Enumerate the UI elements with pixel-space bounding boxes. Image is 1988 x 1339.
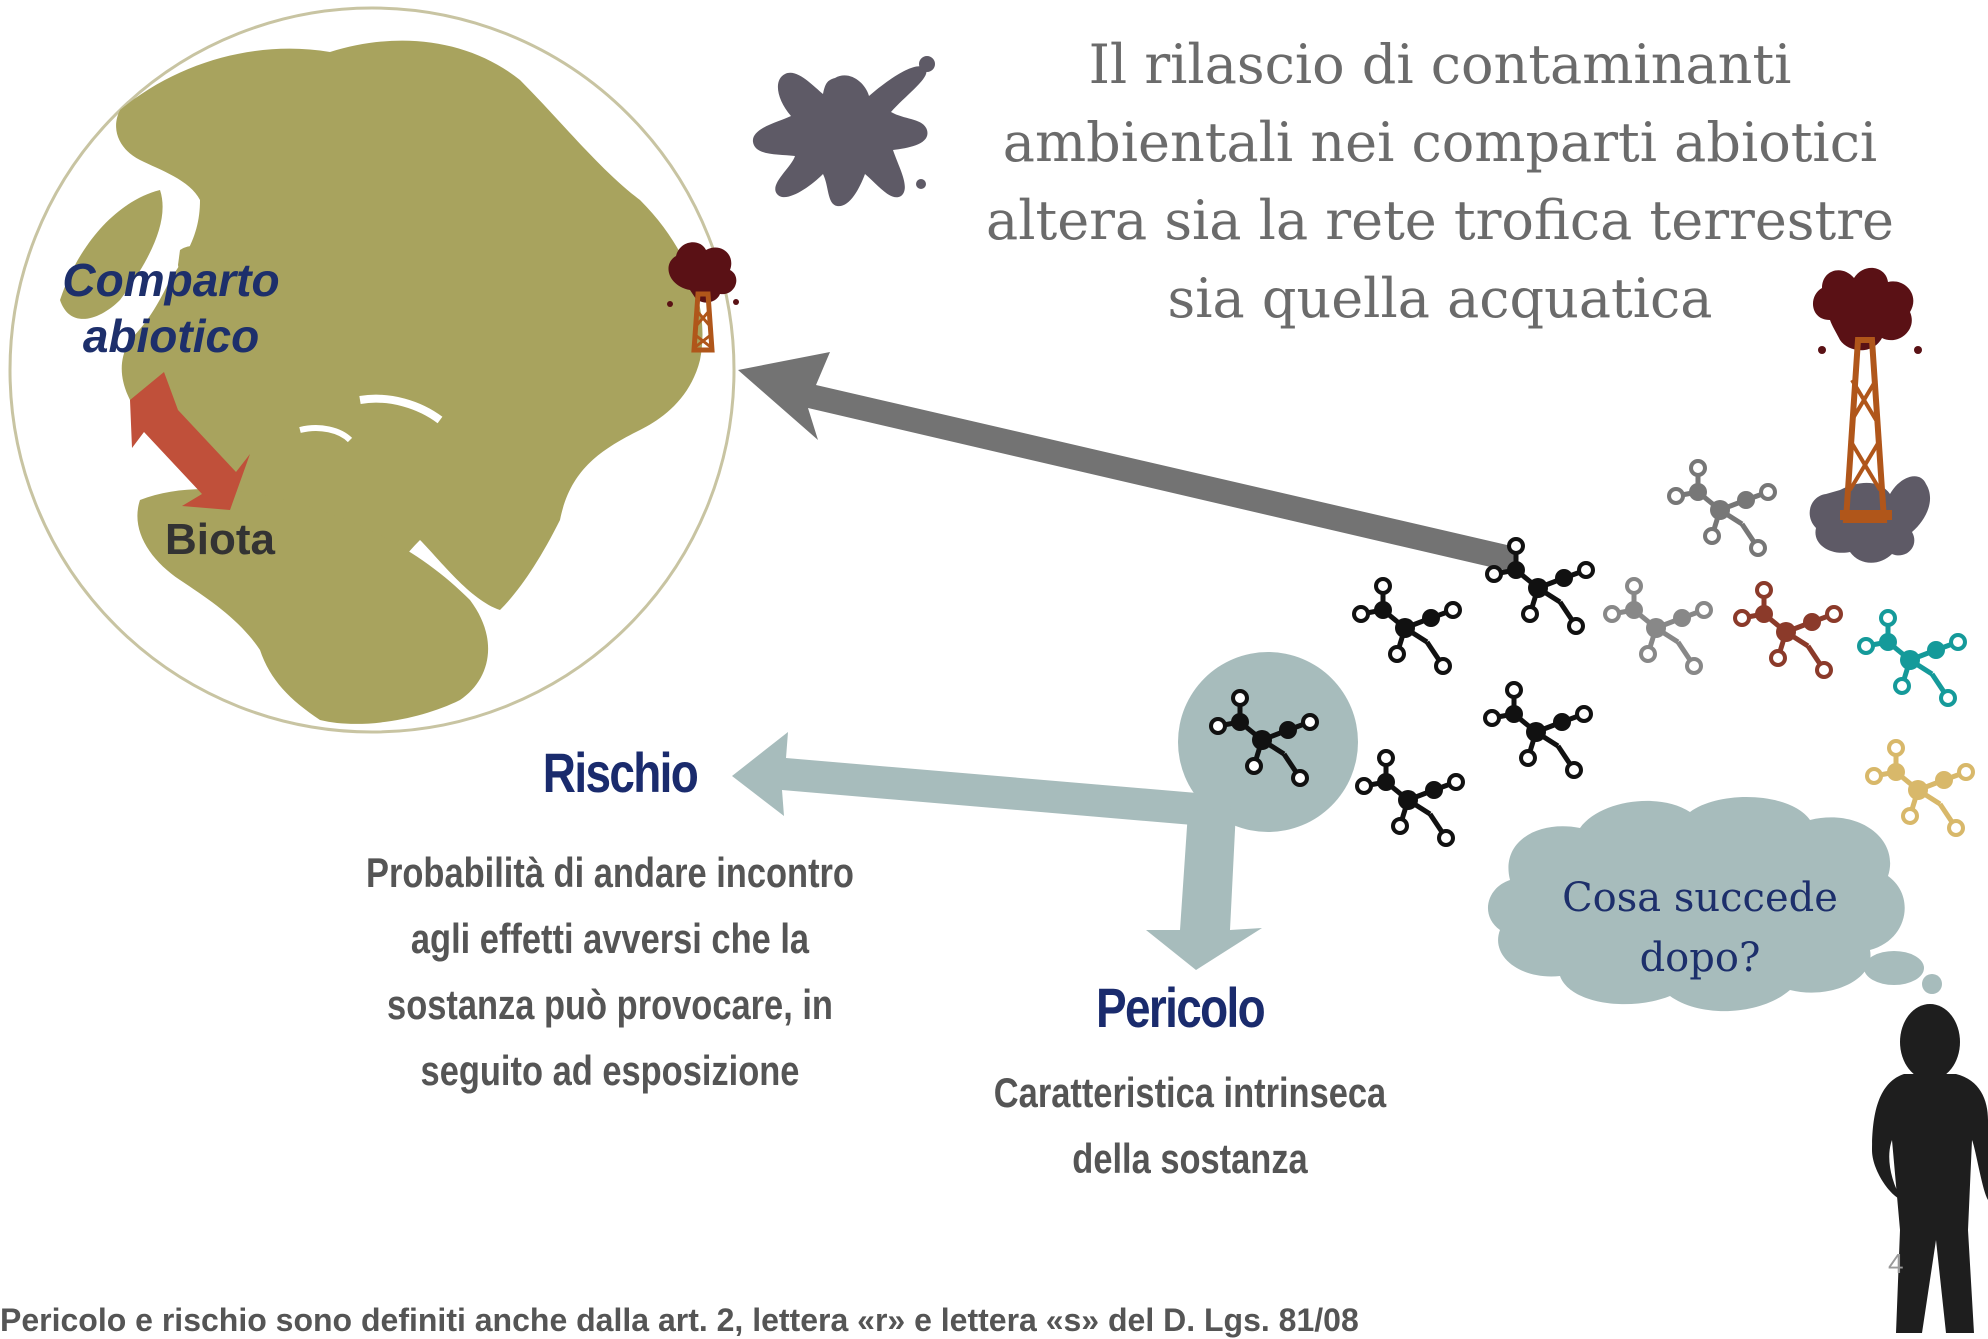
rischio-heading: Rischio <box>542 741 699 804</box>
title-line: altera sia la rete trofica terrestre <box>986 189 1894 252</box>
slide-title: Il rilascio di contaminanti ambientali n… <box>940 26 1940 338</box>
globe <box>8 6 736 734</box>
molecule-icon <box>1669 461 1775 555</box>
biota-exchange-arrow <box>130 372 250 510</box>
land-africa <box>137 489 489 724</box>
molecule-icon <box>1735 583 1841 677</box>
rischio-line: sostanza può provocare, in <box>387 981 833 1028</box>
thought-cloud <box>1487 797 1942 1012</box>
hazard-circle <box>1178 652 1358 832</box>
pericolo-line: Caratteristica intrinseca <box>993 1069 1387 1116</box>
land-greenland <box>60 190 163 319</box>
title-line: sia quella acquatica <box>1167 267 1713 330</box>
molecule-icon <box>1354 579 1460 673</box>
contaminant-splat-icon <box>752 56 935 207</box>
person-silhouette <box>1872 1004 1988 1333</box>
risk-arrow <box>732 732 1232 828</box>
biota-label: Biota <box>165 515 275 564</box>
pericolo-heading: Pericolo <box>1095 976 1266 1039</box>
comparto-line: Comparto <box>62 254 280 306</box>
land-eurasia <box>116 40 703 611</box>
molecule-icon <box>1605 579 1711 673</box>
rischio-line: Probabilità di andare incontro <box>366 849 854 896</box>
hazard-arrow <box>1146 808 1262 970</box>
cloud-line: Cosa succede <box>1562 875 1838 921</box>
rischio-line: agli effetti avversi che la <box>410 915 810 962</box>
molecule-icon <box>1485 683 1591 777</box>
pericolo-description: Caratteristica intrinseca della sostanza <box>977 1060 1403 1192</box>
pericolo-line: della sostanza <box>1072 1135 1308 1182</box>
rischio-line: seguito ad esposizione <box>420 1047 800 1094</box>
rischio-description: Probabilità di andare incontro agli effe… <box>356 840 864 1104</box>
molecule-icon <box>1867 741 1973 835</box>
page-number: 4 <box>1888 1248 1904 1279</box>
title-line: ambientali nei comparti abiotici <box>1002 111 1878 174</box>
comparto-abiotico-label: Comparto abiotico <box>46 252 296 364</box>
thought-cloud-text: Cosa succede dopo? <box>1500 868 1900 988</box>
release-arrow <box>738 352 1520 572</box>
title-line: Il rilascio di contaminanti <box>1088 33 1792 96</box>
land-uk <box>178 246 206 280</box>
comparto-line: abiotico <box>82 310 260 362</box>
cloud-line: dopo? <box>1639 935 1761 981</box>
footer-note: Pericolo e rischio sono definiti anche d… <box>0 1302 1359 1338</box>
molecule-icon <box>1859 611 1965 705</box>
molecule-icon <box>1357 751 1463 845</box>
oil-rig-icon <box>1809 267 1931 563</box>
